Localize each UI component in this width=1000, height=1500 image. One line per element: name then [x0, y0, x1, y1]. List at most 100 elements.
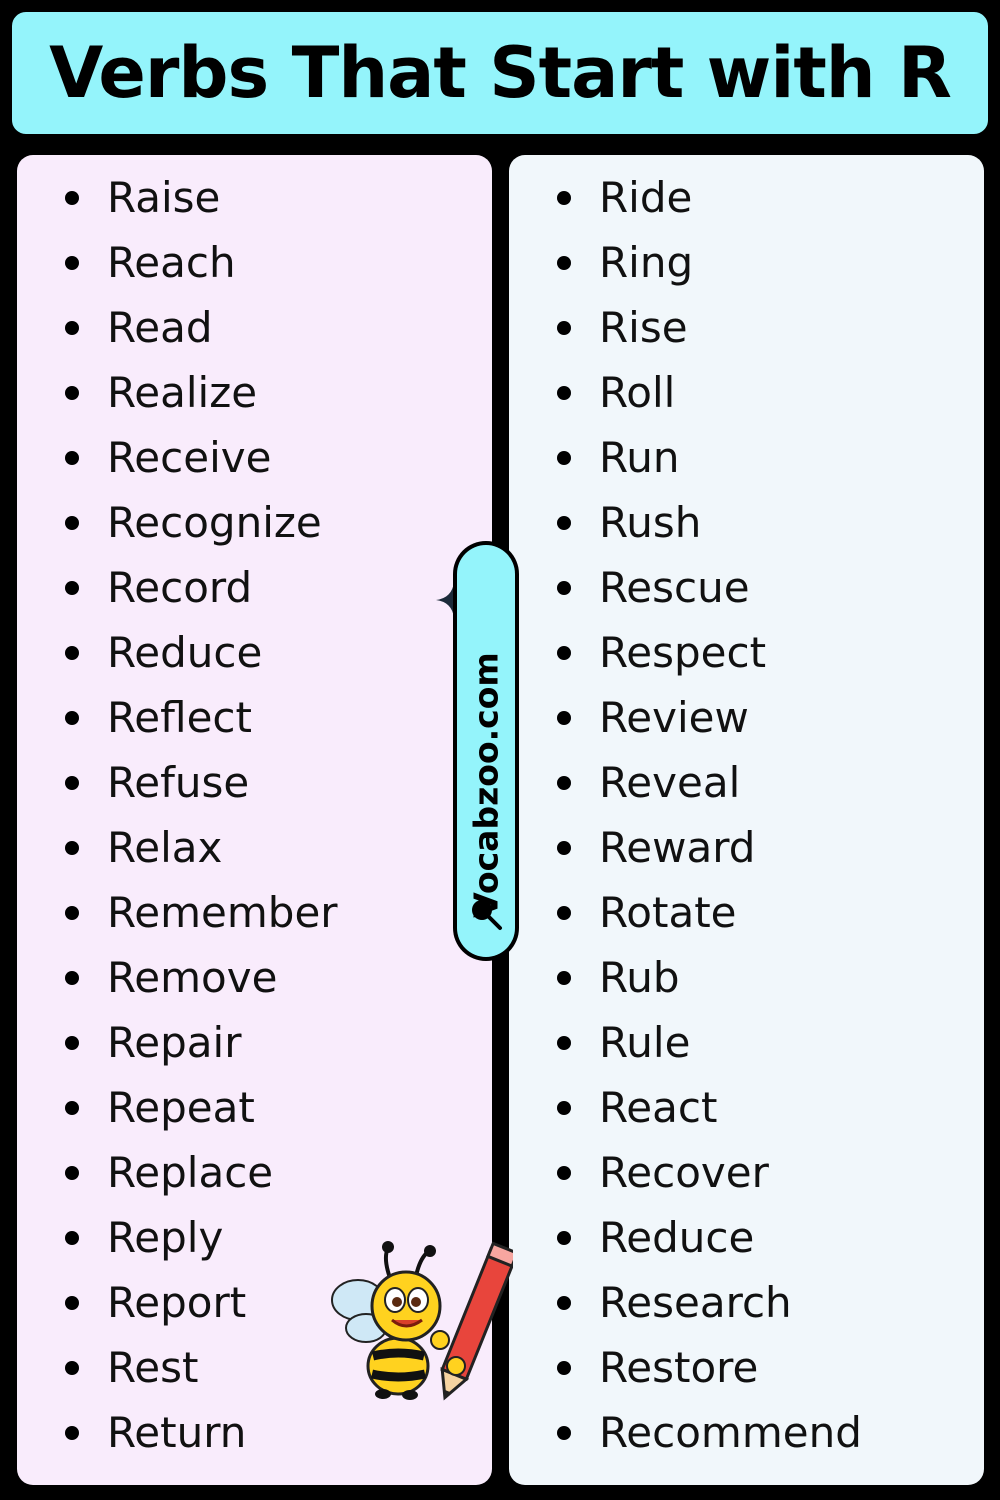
word-item: Roll: [509, 360, 862, 425]
bullet-icon: [557, 1425, 571, 1440]
bullet-icon: [65, 580, 79, 595]
word-item: Reveal: [509, 750, 862, 815]
bullet-icon: [65, 1165, 79, 1180]
word-label: Replace: [107, 1148, 274, 1197]
word-label: Reach: [107, 238, 236, 287]
bullet-icon: [65, 515, 79, 530]
bullet-icon: [65, 840, 79, 855]
bullet-icon: [65, 320, 79, 335]
bullet-icon: [557, 1360, 571, 1375]
bullet-icon: [557, 190, 571, 205]
word-label: React: [599, 1083, 718, 1132]
word-item: Refuse: [17, 750, 338, 815]
word-item: Recognize: [17, 490, 338, 555]
word-label: Reflect: [107, 693, 252, 742]
word-item: Reply: [17, 1205, 338, 1270]
word-label: Rule: [599, 1018, 691, 1067]
word-item: Reduce: [509, 1205, 862, 1270]
word-label: Reward: [599, 823, 756, 872]
bee-mascot: [331, 1241, 513, 1401]
bullet-icon: [557, 320, 571, 335]
word-item: Report: [17, 1270, 338, 1335]
word-item: Remove: [17, 945, 338, 1010]
word-label: Respect: [599, 628, 767, 677]
bullet-icon: [65, 1360, 79, 1375]
word-label: Receive: [107, 433, 272, 482]
word-label: Refuse: [107, 758, 250, 807]
bullet-icon: [65, 190, 79, 205]
bullet-icon: [65, 255, 79, 270]
bullet-icon: [65, 385, 79, 400]
bullet-icon: [557, 580, 571, 595]
word-label: Rise: [599, 303, 688, 352]
bullet-icon: [557, 1035, 571, 1050]
word-label: Rub: [599, 953, 680, 1002]
word-item: Reach: [17, 230, 338, 295]
word-item: Rest: [17, 1335, 338, 1400]
word-item: Reward: [509, 815, 862, 880]
word-item: Rotate: [509, 880, 862, 945]
word-label: Rescue: [599, 563, 750, 612]
word-label: Reveal: [599, 758, 741, 807]
word-label: Restore: [599, 1343, 759, 1392]
word-label: Rest: [107, 1343, 199, 1392]
word-item: Record: [17, 555, 338, 620]
bullet-icon: [65, 1425, 79, 1440]
bullet-icon: [65, 645, 79, 660]
word-item: Repeat: [17, 1075, 338, 1140]
word-item: Recommend: [509, 1400, 862, 1465]
bullet-icon: [65, 775, 79, 790]
bullet-icon: [557, 970, 571, 985]
word-item: Repair: [17, 1010, 338, 1075]
bullet-icon: [557, 1100, 571, 1115]
word-label: Research: [599, 1278, 792, 1327]
bullet-icon: [557, 1165, 571, 1180]
word-label: Remove: [107, 953, 278, 1002]
bullet-icon: [557, 450, 571, 465]
bullet-icon: [65, 710, 79, 725]
word-item: Ride: [509, 165, 862, 230]
word-item: Return: [17, 1400, 338, 1465]
title-banner: Verbs That Start with R: [10, 10, 990, 136]
bullet-icon: [557, 385, 571, 400]
word-label: Relax: [107, 823, 223, 872]
word-label: Rotate: [599, 888, 737, 937]
word-label: Reduce: [599, 1213, 755, 1262]
word-item: Review: [509, 685, 862, 750]
bullet-icon: [557, 645, 571, 660]
word-item: Ring: [509, 230, 862, 295]
word-item: Run: [509, 425, 862, 490]
page-title: Verbs That Start with R: [49, 32, 952, 114]
word-item: Rush: [509, 490, 862, 555]
bullet-icon: [557, 840, 571, 855]
word-item: Receive: [17, 425, 338, 490]
bullet-icon: [557, 905, 571, 920]
bullet-icon: [557, 255, 571, 270]
word-item: React: [509, 1075, 862, 1140]
word-item: Relax: [17, 815, 338, 880]
word-label: Repeat: [107, 1083, 255, 1132]
word-item: Realize: [17, 360, 338, 425]
bullet-icon: [65, 970, 79, 985]
word-item: Recover: [509, 1140, 862, 1205]
bullet-icon: [557, 775, 571, 790]
bullet-icon: [557, 710, 571, 725]
bullet-icon: [557, 1295, 571, 1310]
word-label: Remember: [107, 888, 338, 937]
word-label: Reduce: [107, 628, 263, 677]
word-label: Rush: [599, 498, 702, 547]
bullet-icon: [65, 905, 79, 920]
word-label: Return: [107, 1408, 247, 1457]
bullet-icon: [65, 1100, 79, 1115]
word-label: Recover: [599, 1148, 769, 1197]
word-label: Recognize: [107, 498, 322, 547]
word-label: Run: [599, 433, 680, 482]
word-item: Rule: [509, 1010, 862, 1075]
bullet-icon: [65, 450, 79, 465]
word-item: Remember: [17, 880, 338, 945]
word-label: Read: [107, 303, 213, 352]
word-label: Reply: [107, 1213, 224, 1262]
